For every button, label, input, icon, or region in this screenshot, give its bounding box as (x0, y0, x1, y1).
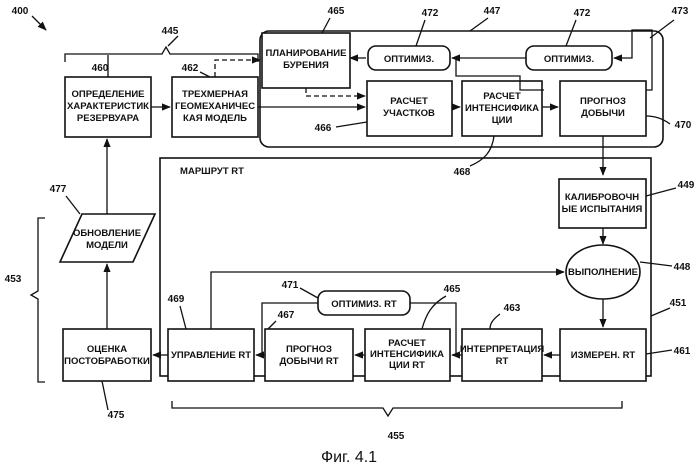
leader-472-b (566, 20, 576, 46)
block-drilling-plan-line-1: ПЛАНИРОВАНИЕ (266, 48, 347, 59)
block-stim-calc-line-3: ЦИИ (492, 115, 513, 126)
ref-470: 470 (675, 120, 692, 131)
figure-number: 400 (12, 6, 29, 17)
ref-449: 449 (678, 180, 695, 191)
ref-453: 453 (5, 274, 22, 285)
leader-468 (470, 136, 494, 166)
leader-447 (470, 18, 488, 31)
block-post-eval-line-1: ОЦЕНКА (87, 344, 127, 355)
ref-447: 447 (484, 6, 501, 17)
block-post-eval (63, 329, 151, 381)
ref-462: 462 (182, 63, 199, 74)
block-rt-stim-calc-line-3: ЦИИ RT (389, 360, 425, 371)
leader-472-a (416, 20, 425, 46)
block-rt-forecast-line-1: ПРОГНОЗ (286, 344, 332, 355)
block-prod-forecast-line-2: ДОБЫЧИ (581, 108, 625, 119)
block-calibration-line-2: ЫЕ ИСПЫТАНИЯ (562, 204, 643, 215)
ref-472-b: 472 (574, 8, 591, 19)
leader-448 (640, 262, 672, 266)
bracket-455 (172, 401, 622, 416)
block-post-eval-line-2: ПОСТОБРАБОТКИ (64, 356, 150, 367)
bracket-453 (31, 218, 45, 382)
dash-planning-to-sections (306, 88, 365, 96)
ref-475: 475 (108, 410, 125, 421)
block-drilling-plan-line-2: БУРЕНИЯ (283, 60, 329, 71)
block-rt-control-label: УПРАВЛЕНИЕ RT (171, 350, 251, 361)
leader-467 (268, 321, 276, 329)
ref-467: 467 (278, 310, 295, 321)
block-reservoir-line-3: РЕЗЕРВУАРА (77, 113, 139, 124)
block-rt-stim-calc-line-2: ИНТЕНСИФИКА (370, 349, 444, 360)
dash-geomech-to-planning (215, 60, 260, 77)
block-rt-forecast (265, 329, 353, 381)
block-model-update-line-2: МОДЕЛИ (86, 240, 128, 251)
block-reservoir-line-1: ОПРЕДЕЛЕНИЕ (71, 89, 144, 100)
leader-471 (300, 288, 318, 298)
ref-477: 477 (50, 184, 67, 195)
block-rt-interp-line-2: RT (496, 356, 509, 367)
ref-448: 448 (674, 262, 691, 273)
block-geomech-line-1: ТРЕХМЕРНАЯ (182, 89, 248, 100)
ref-469: 469 (168, 294, 185, 305)
block-sections-calc-line-1: РАСЧЕТ (390, 96, 428, 107)
ref-465-top: 465 (328, 6, 345, 17)
leader-477 (66, 196, 80, 214)
block-geomech-line-2: ГЕОМЕХАНИЧЕС (175, 101, 255, 112)
leader-465-rt (422, 296, 446, 329)
ref-455: 455 (388, 431, 405, 442)
figure-caption: Фиг. 4.1 (321, 449, 377, 466)
ref-471: 471 (282, 280, 299, 291)
rt-route-title: МАРШРУТ RT (180, 166, 244, 177)
ref-461: 461 (674, 346, 691, 357)
ref-445: 445 (162, 26, 179, 37)
bracket-445 (65, 47, 258, 62)
block-rt-interp (462, 329, 542, 381)
block-stim-calc-line-1: РАСЧЕТ (483, 91, 521, 102)
block-execution-label: ВЫПОЛНЕНИЕ (568, 267, 638, 278)
leader-445 (168, 36, 178, 46)
block-rt-interp-line-1: ИНТЕРПРЕТАЦИЯ (460, 344, 544, 355)
leader-463 (490, 314, 500, 329)
ref-473: 473 (672, 6, 689, 17)
ref-465-rt: 465 (444, 284, 461, 295)
block-stim-calc-line-2: ИНТЕНСИФИКА (465, 103, 539, 114)
block-geomech-line-3: КАЯ МОДЕЛЬ (183, 113, 247, 124)
block-reservoir-line-2: ХАРАКТЕРИСТИК (67, 101, 149, 112)
ref-451: 451 (670, 298, 687, 309)
block-rt-forecast-line-2: ДОБЫЧИ RT (279, 356, 338, 367)
block-rt-measure-label: ИЗМЕРЕН. RT (571, 350, 636, 361)
block-optim-2-label: ОПТИМИЗ. (544, 54, 594, 65)
figure-pointer-arrow (32, 16, 46, 30)
ref-468: 468 (454, 167, 471, 178)
ref-463: 463 (504, 303, 521, 314)
block-model-update-line-1: ОБНОВЛЕНИЕ (73, 228, 141, 239)
block-rt-optim-label: ОПТИМИЗ. RT (331, 299, 397, 310)
block-calibration-line-1: КАЛИБРОВОЧН (565, 192, 639, 203)
block-optim-1-label: ОПТИМИЗ. (384, 54, 434, 65)
leader-466 (336, 122, 367, 127)
leader-461 (646, 350, 672, 354)
leader-475 (102, 381, 108, 410)
ref-472-a: 472 (422, 8, 439, 19)
block-sections-calc-line-2: УЧАСТКОВ (383, 108, 435, 119)
leader-469 (180, 306, 186, 329)
leader-470 (646, 116, 670, 124)
ref-466: 466 (315, 123, 332, 134)
ref-460: 460 (92, 63, 109, 74)
block-prod-forecast-line-1: ПРОГНОЗ (580, 96, 626, 107)
block-rt-stim-calc-line-1: РАСЧЕТ (388, 338, 426, 349)
leader-451 (651, 308, 670, 316)
